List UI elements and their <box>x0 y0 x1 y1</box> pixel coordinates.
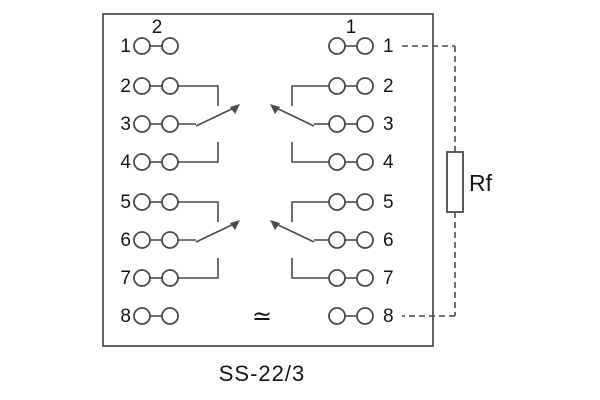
pair-label-top-right: 1 <box>346 17 357 38</box>
terminal-row-right-6: 6 <box>328 230 394 251</box>
terminal-row-right-3: 3 <box>328 114 394 135</box>
terminal-circle <box>161 115 179 133</box>
wire <box>291 201 329 222</box>
terminal-row-right-4: 4 <box>328 152 394 173</box>
contact-switch-left-upper <box>178 85 240 163</box>
terminal-row-left-7: 7 <box>120 268 179 289</box>
terminal-circle <box>133 37 151 55</box>
wire <box>291 85 329 106</box>
terminal-row-left-8: 8 <box>120 306 179 327</box>
terminal-circle <box>161 37 179 55</box>
terminal-row-left-2: 2 <box>120 76 179 97</box>
terminal-number: 8 <box>383 306 394 327</box>
pair-label-top-left: 2 <box>152 17 163 38</box>
contact-arrowhead-icon <box>270 104 280 114</box>
terminal-number: 5 <box>120 192 131 213</box>
terminal-circle <box>161 153 179 171</box>
wire <box>178 142 219 163</box>
terminal-number: 3 <box>383 114 394 135</box>
contact-blade <box>271 221 315 243</box>
terminal-row-right-2: 2 <box>328 76 394 97</box>
diagram-caption: SS-22/3 <box>219 361 306 386</box>
terminal-circle <box>161 269 179 287</box>
resistor-rf <box>446 151 464 213</box>
terminal-circle <box>356 115 374 133</box>
terminal-row-left-1: 1 <box>120 36 179 57</box>
wire <box>178 201 219 222</box>
terminal-circle <box>356 153 374 171</box>
terminal-number: 8 <box>120 306 131 327</box>
resistor-label: Rf <box>469 170 493 196</box>
terminal-number: 6 <box>120 230 131 251</box>
terminal-circle <box>328 37 346 55</box>
terminal-circle <box>328 269 346 287</box>
terminal-circle <box>133 115 151 133</box>
contact-blade <box>195 221 239 243</box>
contact-blade <box>195 105 239 127</box>
terminal-number: 6 <box>383 230 394 251</box>
contact-switch-left-lower <box>178 201 240 279</box>
relay-outline-box <box>102 13 434 347</box>
terminal-circle <box>133 153 151 171</box>
terminal-circle <box>133 77 151 95</box>
terminal-circle <box>161 193 179 211</box>
terminal-circle <box>356 307 374 325</box>
terminal-circle <box>161 307 179 325</box>
terminal-circle <box>161 231 179 249</box>
terminal-number: 5 <box>383 192 394 213</box>
terminal-circle <box>133 231 151 249</box>
contact-arrowhead-icon <box>230 220 240 230</box>
right-terminal-rows: 1 2 3 4 5 6 <box>328 36 394 327</box>
terminal-row-right-1: 1 <box>328 36 394 57</box>
terminal-number: 2 <box>120 76 131 97</box>
ac-dc-symbol: ≃ <box>252 303 272 330</box>
terminal-row-left-4: 4 <box>120 152 179 173</box>
terminal-number: 4 <box>383 152 394 173</box>
contact-arrowhead-icon <box>270 220 280 230</box>
terminal-number: 2 <box>383 76 394 97</box>
terminal-number: 7 <box>120 268 131 289</box>
terminal-circle <box>356 269 374 287</box>
terminal-row-right-5: 5 <box>328 192 394 213</box>
terminal-number: 4 <box>120 152 131 173</box>
terminal-row-left-6: 6 <box>120 230 179 251</box>
terminal-circle <box>356 37 374 55</box>
terminal-circle <box>328 115 346 133</box>
terminal-row-right-8: 8 <box>328 306 394 327</box>
terminal-circle <box>328 193 346 211</box>
left-terminal-rows: 1 2 3 4 5 6 <box>120 36 179 327</box>
contact-arrowhead-icon <box>230 104 240 114</box>
terminal-number: 3 <box>120 114 131 135</box>
contact-blade <box>271 105 315 127</box>
terminal-circle <box>356 77 374 95</box>
terminal-circle <box>356 231 374 249</box>
terminal-circle <box>133 307 151 325</box>
terminal-number: 7 <box>383 268 394 289</box>
wire <box>178 85 219 106</box>
terminal-row-left-3: 3 <box>120 114 179 135</box>
wire <box>178 258 219 279</box>
terminal-circle <box>328 231 346 249</box>
external-rf-circuit: Rf <box>402 45 493 317</box>
terminal-circle <box>133 269 151 287</box>
terminal-circle <box>328 153 346 171</box>
terminal-number: 1 <box>120 36 131 57</box>
terminal-number: 1 <box>383 36 394 57</box>
terminal-row-left-5: 5 <box>120 192 179 213</box>
contact-switch-right-lower <box>270 201 329 279</box>
terminal-circle <box>356 193 374 211</box>
terminal-circle <box>133 193 151 211</box>
terminal-circle <box>161 77 179 95</box>
terminal-circle <box>328 77 346 95</box>
contact-switch-right-upper <box>270 85 329 163</box>
wire <box>291 258 329 279</box>
wire <box>291 142 329 163</box>
terminal-circle <box>328 307 346 325</box>
terminal-row-right-7: 7 <box>328 268 394 289</box>
